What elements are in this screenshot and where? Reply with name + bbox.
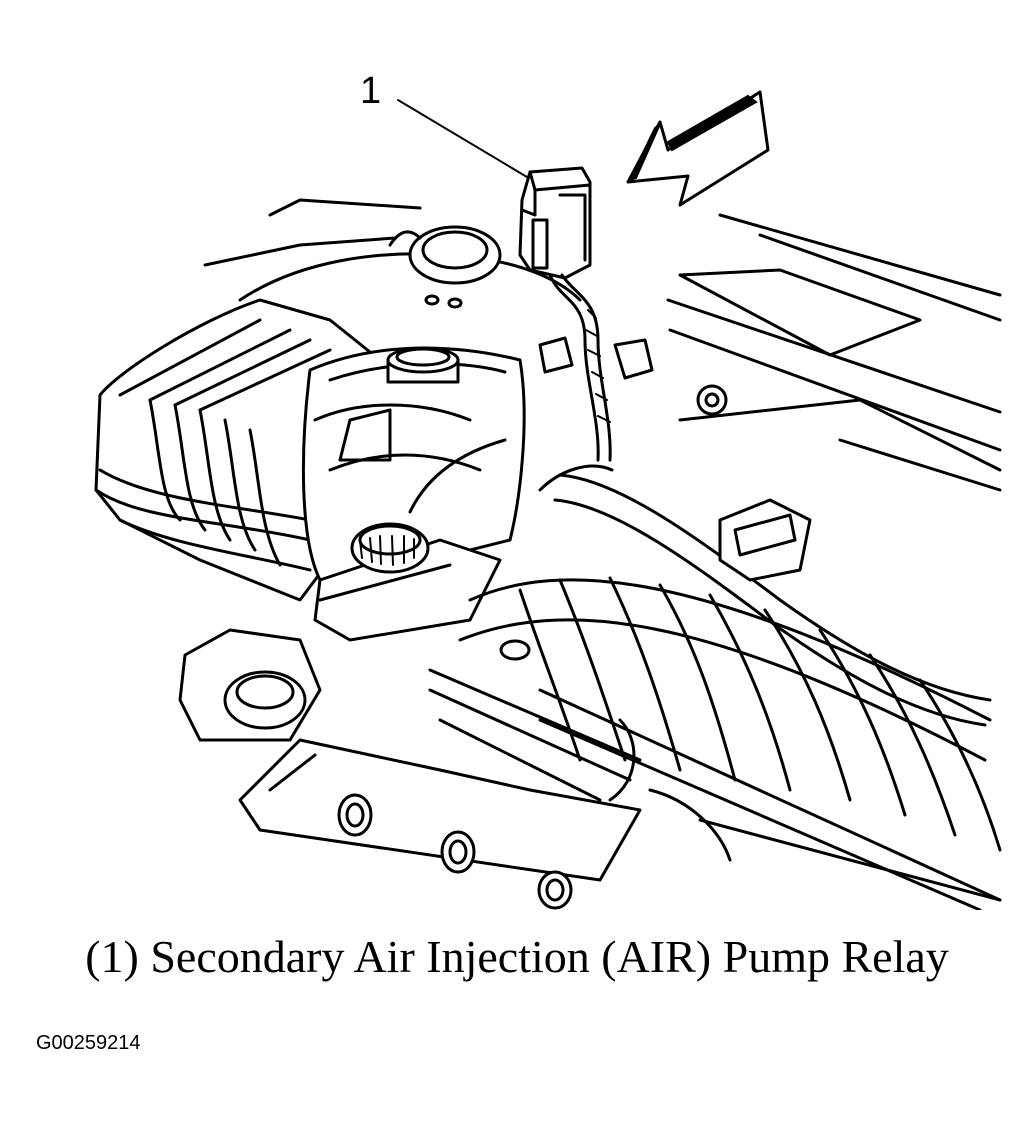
view-direction-arrow-icon	[626, 90, 770, 207]
strut-tower	[238, 225, 582, 309]
callout-leader-line	[397, 99, 533, 181]
fluid-reservoir	[313, 522, 502, 642]
relay-wiring-harness	[548, 273, 612, 462]
oil-fill-cap	[178, 628, 322, 742]
figure-caption: (1) Secondary Air Injection (AIR) Pump R…	[85, 931, 949, 982]
engine-compartment-illustration	[94, 90, 1002, 912]
intake-manifold	[458, 576, 1002, 912]
fuel-rail	[428, 639, 1002, 902]
electrical-connector	[718, 498, 812, 582]
relay-icon	[518, 166, 592, 280]
cowl-outline	[203, 198, 1002, 492]
valve-cover	[238, 738, 642, 910]
sensor-connector	[538, 336, 728, 416]
coolant-reservoir	[301, 346, 526, 582]
figure-id: G00259214	[36, 1032, 141, 1054]
callout-number: 1	[360, 70, 382, 112]
air-hose	[538, 464, 992, 727]
